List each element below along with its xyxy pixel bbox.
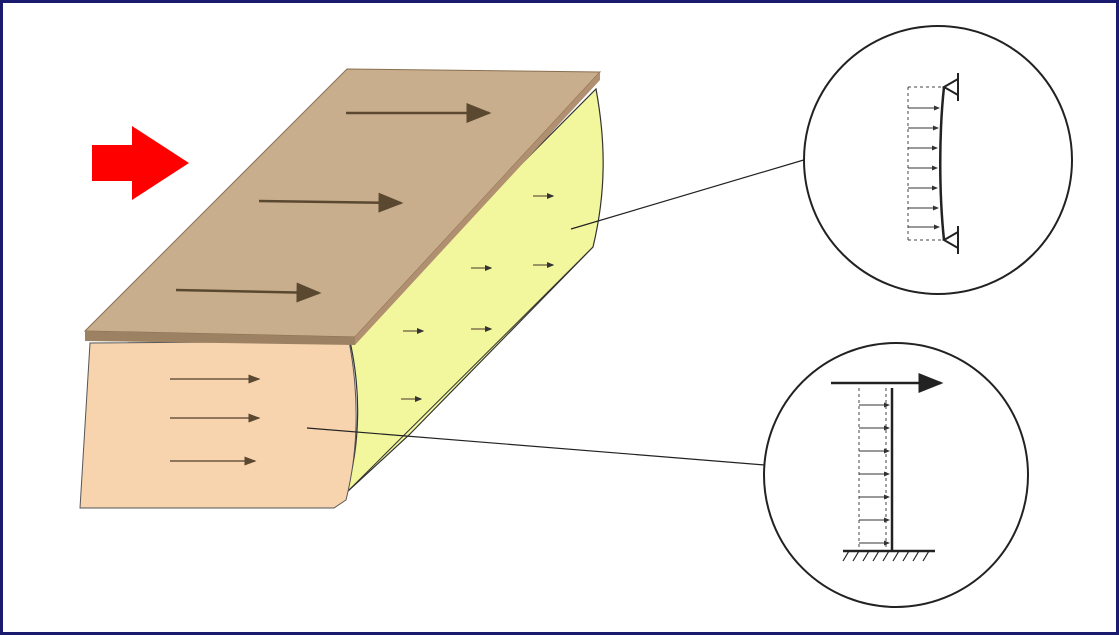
wind-load-arrow-icon — [92, 126, 189, 200]
load-arrows — [859, 402, 890, 546]
flow-arrow — [175, 282, 322, 303]
detail-circle-pinned — [803, 25, 1073, 295]
top-plate-flow-arrows — [175, 103, 492, 303]
detail-circle-fixed — [763, 342, 1029, 608]
leader-lines — [306, 158, 808, 466]
front-wall — [79, 340, 357, 509]
leader-line-top — [570, 158, 808, 230]
pin-support-icon — [941, 73, 959, 101]
load-arrows — [908, 105, 940, 230]
leader-line-bottom — [306, 427, 766, 466]
structural-diagram — [79, 25, 1073, 608]
side-wall-flow-arrows — [401, 193, 555, 402]
flow-arrow — [258, 192, 404, 213]
pin-support-icon — [941, 226, 959, 254]
front-wall-flow-arrows — [170, 374, 261, 466]
fixed-ground-icon — [842, 549, 935, 562]
